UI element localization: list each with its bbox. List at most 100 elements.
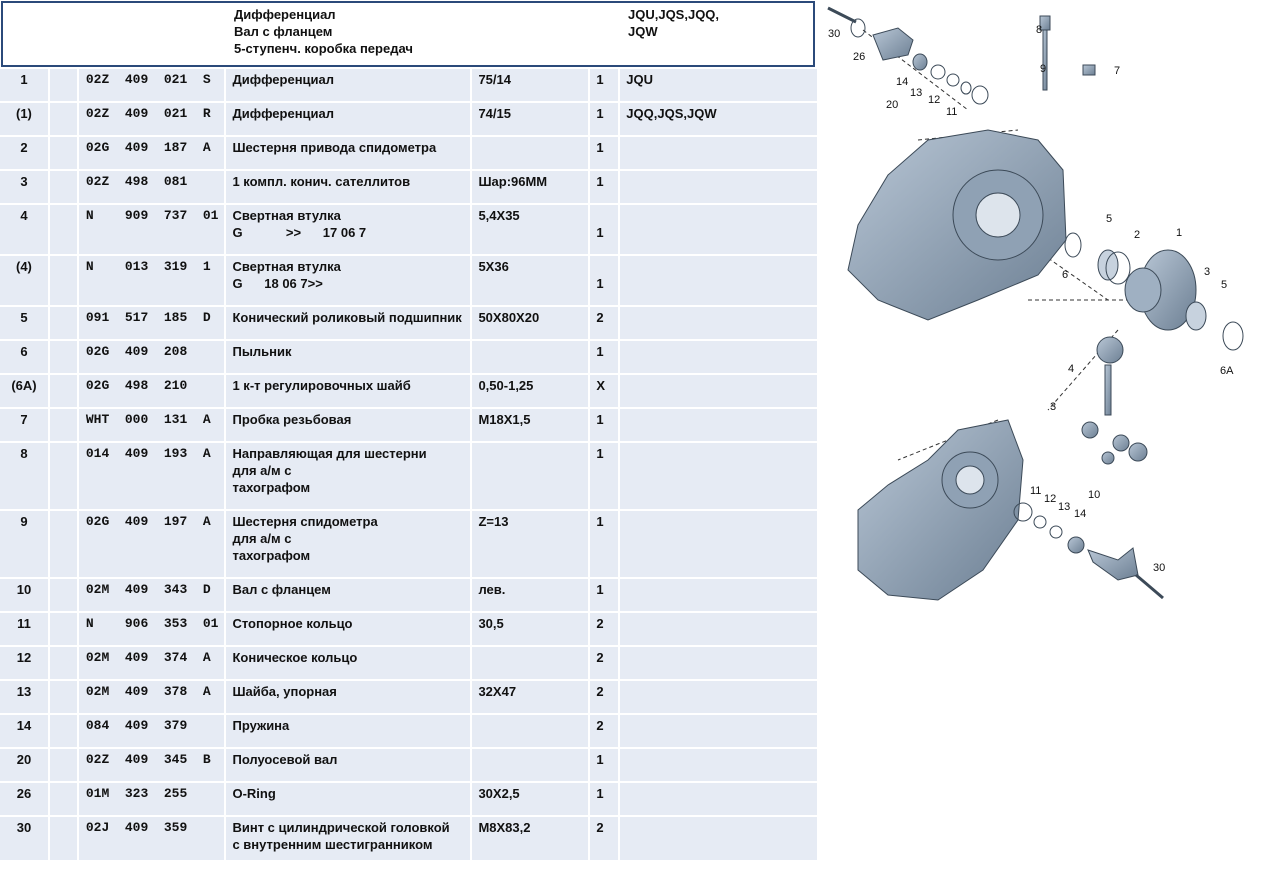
cell-name: Свертная втулка G 18 06 7>> xyxy=(226,256,473,307)
cell-name: Дифференциал xyxy=(226,103,473,137)
cell-blank xyxy=(49,715,79,749)
cell-name: Полуосевой вал xyxy=(226,749,473,783)
cell-qty: 1 xyxy=(590,579,621,613)
cell-qty: 1 xyxy=(590,749,621,783)
cell-blank xyxy=(49,511,79,579)
callout-label: 26 xyxy=(853,51,865,63)
cell-name: Свертная втулка G >> 17 06 7 xyxy=(226,205,473,256)
cell-remark xyxy=(472,341,591,375)
cell-name: O-Ring xyxy=(226,783,473,817)
cell-qty: 1 xyxy=(590,137,621,171)
differential-gear xyxy=(1064,232,1244,351)
cell-remark xyxy=(472,749,591,783)
cell-qty: 2 xyxy=(590,307,621,341)
cell-model xyxy=(620,137,817,171)
cell-remark: Z=13 xyxy=(472,511,591,579)
speedo-parts xyxy=(1039,15,1096,91)
cell-qty: 1 xyxy=(590,511,621,579)
cell-blank xyxy=(49,137,79,171)
cell-part: N 013 319 1 xyxy=(78,256,227,307)
cell-qty: 1 xyxy=(590,69,621,103)
callout-label: 30 xyxy=(1153,562,1165,574)
callout-label: 10 xyxy=(1088,489,1100,501)
cell-pos: 5 xyxy=(0,307,50,341)
cell-part: 091 517 185 D xyxy=(78,307,227,341)
cell-model xyxy=(620,375,817,409)
cell-model xyxy=(620,783,817,817)
callout-label: 3 xyxy=(1204,266,1210,278)
cell-name: 1 компл. конич. сателлитов xyxy=(226,171,473,205)
cell-blank xyxy=(49,579,79,613)
cell-name: Коническое кольцо xyxy=(226,647,473,681)
cell-name: Вал с фланцем xyxy=(226,579,473,613)
cell-pos: (1) xyxy=(0,103,50,137)
cell-remark: 30X2,5 xyxy=(472,783,591,817)
cell-part: 02G 409 197 A xyxy=(78,511,227,579)
callout-label: 5 xyxy=(1221,279,1227,291)
cell-qty: 2 xyxy=(590,715,621,749)
cell-part: 02G 409 187 A xyxy=(78,137,227,171)
cell-blank xyxy=(49,681,79,715)
cell-part: 02M 409 378 A xyxy=(78,681,227,715)
cell-model xyxy=(620,341,817,375)
callout-label: 11 xyxy=(946,106,957,118)
callout-label: 20 xyxy=(886,99,898,111)
cell-remark: 0,50-1,25 xyxy=(472,375,591,409)
cell-pos: 10 xyxy=(0,579,50,613)
callout-label: 12 xyxy=(928,94,940,106)
cell-model xyxy=(620,307,817,341)
cell-pos: 3 xyxy=(0,171,50,205)
callout-label: 2 xyxy=(1134,229,1140,241)
cell-part: 084 409 379 xyxy=(78,715,227,749)
cell-qty: 1 xyxy=(590,205,621,256)
cell-blank xyxy=(49,341,79,375)
callout-label: 6A xyxy=(1220,365,1234,377)
cell-pos: 7 xyxy=(0,409,50,443)
cell-part: 02M 409 374 A xyxy=(78,647,227,681)
cell-remark: 32X47 xyxy=(472,681,591,715)
cell-qty: 1 xyxy=(590,783,621,817)
cell-pos: 9 xyxy=(0,511,50,579)
cell-qty: 2 xyxy=(590,681,621,715)
cell-model xyxy=(620,409,817,443)
cell-blank xyxy=(49,375,79,409)
cell-model xyxy=(620,715,817,749)
cell-blank xyxy=(49,749,79,783)
cell-model xyxy=(620,511,817,579)
cell-part: 02Z 409 021 S xyxy=(78,69,227,103)
cell-remark: 50X80X20 xyxy=(472,307,591,341)
cell-part: N 909 737 01 xyxy=(78,205,227,256)
callout-label: 14 xyxy=(896,76,908,88)
cell-remark: 30,5 xyxy=(472,613,591,647)
cell-pos: 13 xyxy=(0,681,50,715)
cell-qty: 1 xyxy=(590,171,621,205)
cell-part: 01M 323 255 xyxy=(78,783,227,817)
cell-name: Шестерня привода спидометра xyxy=(226,137,473,171)
cell-pos: (6A) xyxy=(0,375,50,409)
cell-name: Конический роликовый подшипник xyxy=(226,307,473,341)
callout-label: 8 xyxy=(1036,24,1042,36)
cell-name: 1 к-т регулировочных шайб xyxy=(226,375,473,409)
header-models: JQU,JQS,JQQ, JQW xyxy=(628,7,720,39)
callout-label: 5 xyxy=(1106,213,1112,225)
cell-pos: 11 xyxy=(0,613,50,647)
cell-model xyxy=(620,171,817,205)
cell-remark: 74/15 xyxy=(472,103,591,137)
cell-pos: (4) xyxy=(0,256,50,307)
cell-remark: 5X36 xyxy=(472,256,591,307)
cell-model xyxy=(620,817,817,862)
cell-blank xyxy=(49,443,79,511)
